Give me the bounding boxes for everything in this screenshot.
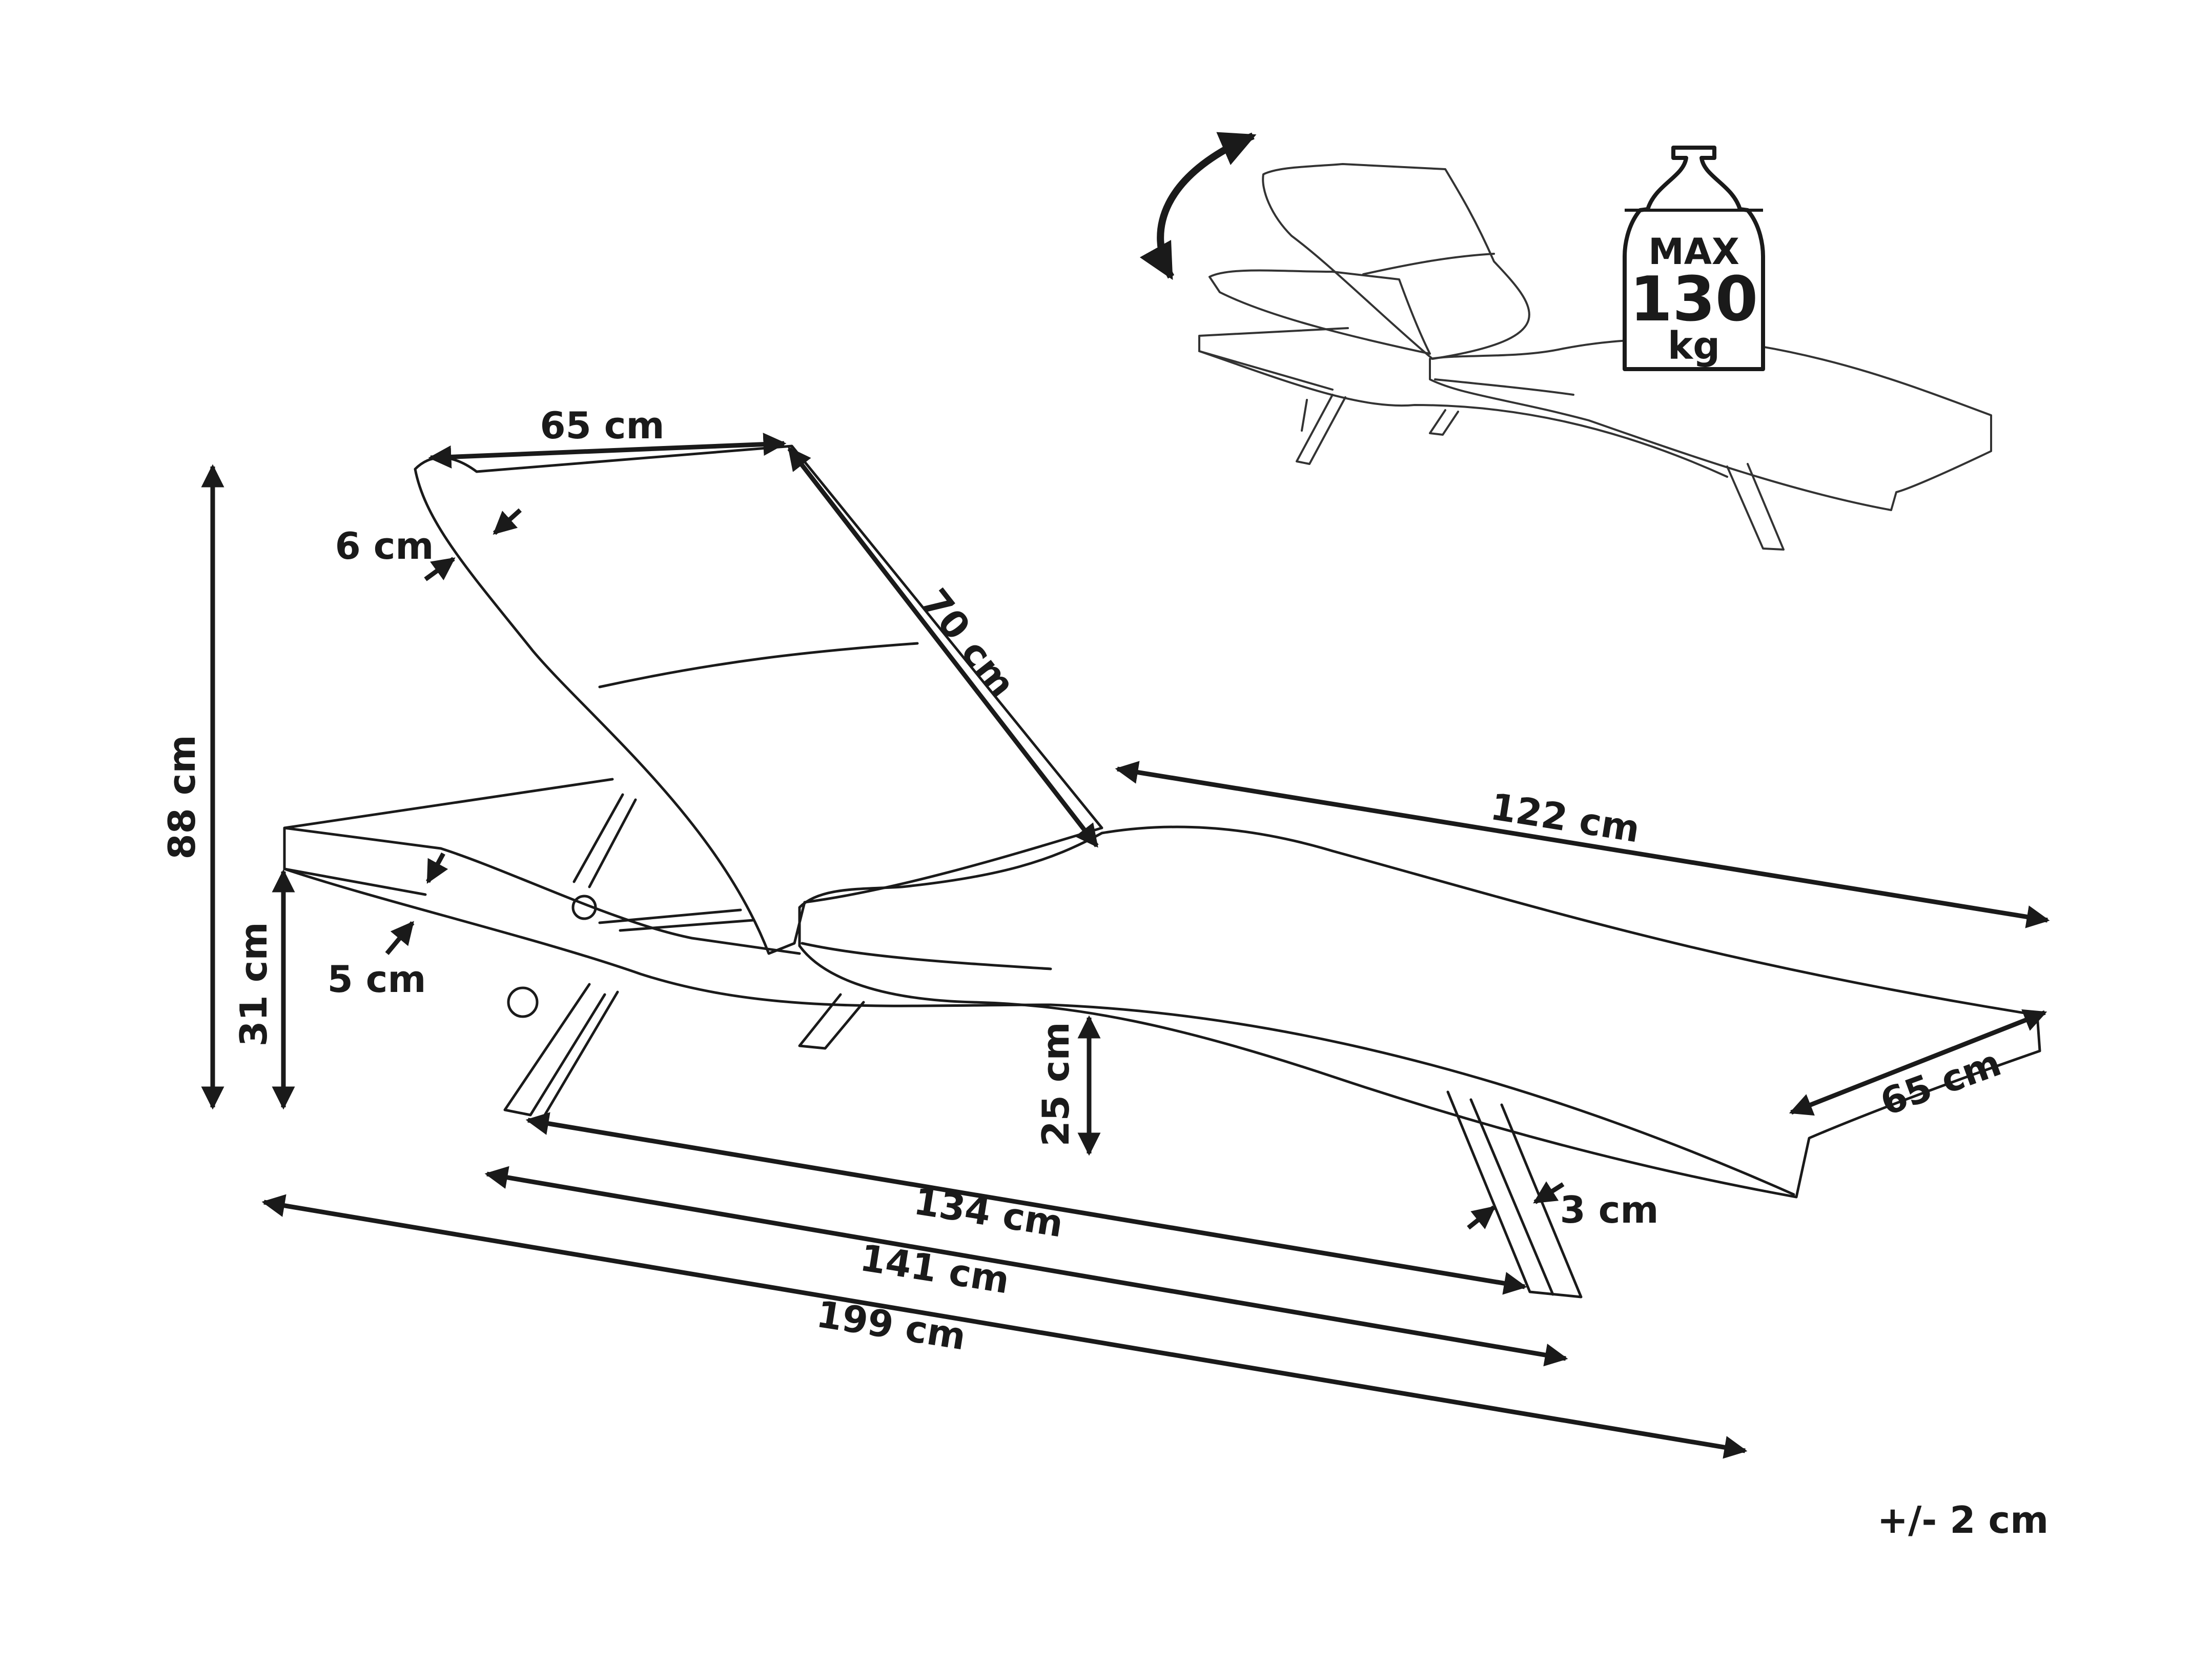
- backrest-support: [572, 793, 637, 888]
- pointer-cushion-inner: [493, 508, 522, 535]
- ref-front-leg: [1726, 463, 1785, 551]
- weight-max-label: MAX: [1648, 231, 1739, 273]
- weight-value-label: 130: [1630, 264, 1758, 335]
- pointer-cushion-outer: [424, 557, 456, 581]
- dim-line-seat-width: [1789, 1009, 2047, 1116]
- pointer-leg-right: [1533, 1181, 1565, 1204]
- hinge-bolt: [571, 895, 597, 920]
- label-frame-thickness: 5 cm: [327, 958, 426, 1001]
- label-seat-height: 31 cm: [232, 922, 275, 1047]
- label-total-height: 88 cm: [160, 735, 203, 860]
- tolerance-note: +/- 2 cm: [1877, 1498, 2049, 1542]
- label-leg-width: 3 cm: [1560, 1188, 1659, 1231]
- ref-seat: [1429, 338, 1992, 511]
- dim-line-backrest-width: [428, 433, 787, 469]
- middle-leg: [798, 993, 865, 1050]
- backrest-cushion-seam: [598, 642, 919, 688]
- weight-icon: MAX 130 kg: [1623, 146, 1765, 371]
- main-lounger: [283, 444, 2041, 1299]
- label-leg-span: 134 cm: [911, 1180, 1067, 1246]
- label-leg-clearance: 25 cm: [1034, 1022, 1077, 1147]
- seat-cushion-edge: [801, 942, 1052, 970]
- ref-backrest-seam: [1362, 253, 1495, 275]
- pointer-frame-lower: [385, 921, 415, 955]
- dimension-lines: [201, 433, 2050, 1459]
- dim-line-backrest-length: [787, 447, 1099, 848]
- label-backrest-length: 70 cm: [913, 581, 1024, 705]
- ref-backrest-raised: [1262, 163, 1530, 360]
- weight-unit-label: kg: [1668, 324, 1720, 368]
- frame-side-curve-inner: [439, 847, 801, 955]
- ref-mid-leg: [1429, 409, 1459, 436]
- rear-leg: [503, 983, 619, 1119]
- frame-slats: [598, 908, 755, 932]
- label-backrest-width: 65 cm: [540, 404, 665, 447]
- frame-rear-rim: [283, 778, 614, 896]
- rotation-arrow-icon: [1139, 132, 1257, 280]
- dim-line-seat-length: [1115, 761, 2050, 928]
- ref-backrest-lowered: [1209, 269, 1431, 355]
- ref-rear-leg: [1296, 394, 1346, 465]
- label-cushion-thickness: 6 cm: [335, 524, 434, 567]
- dim-line-total-length: [261, 1194, 1748, 1459]
- ref-seat-edge: [1434, 378, 1574, 396]
- seat-cushion: [798, 825, 2041, 1199]
- hinge-bolt-lower: [507, 986, 539, 1018]
- pointer-frame-upper: [426, 852, 448, 884]
- label-total-length: 199 cm: [814, 1292, 969, 1359]
- label-frame-length: 141 cm: [857, 1236, 1013, 1302]
- frame-side-curve: [283, 867, 1795, 1196]
- pointer-leg-left: [1467, 1205, 1496, 1230]
- ref-frame-curve: [1198, 350, 1728, 478]
- reference-lounger: [1198, 163, 1992, 551]
